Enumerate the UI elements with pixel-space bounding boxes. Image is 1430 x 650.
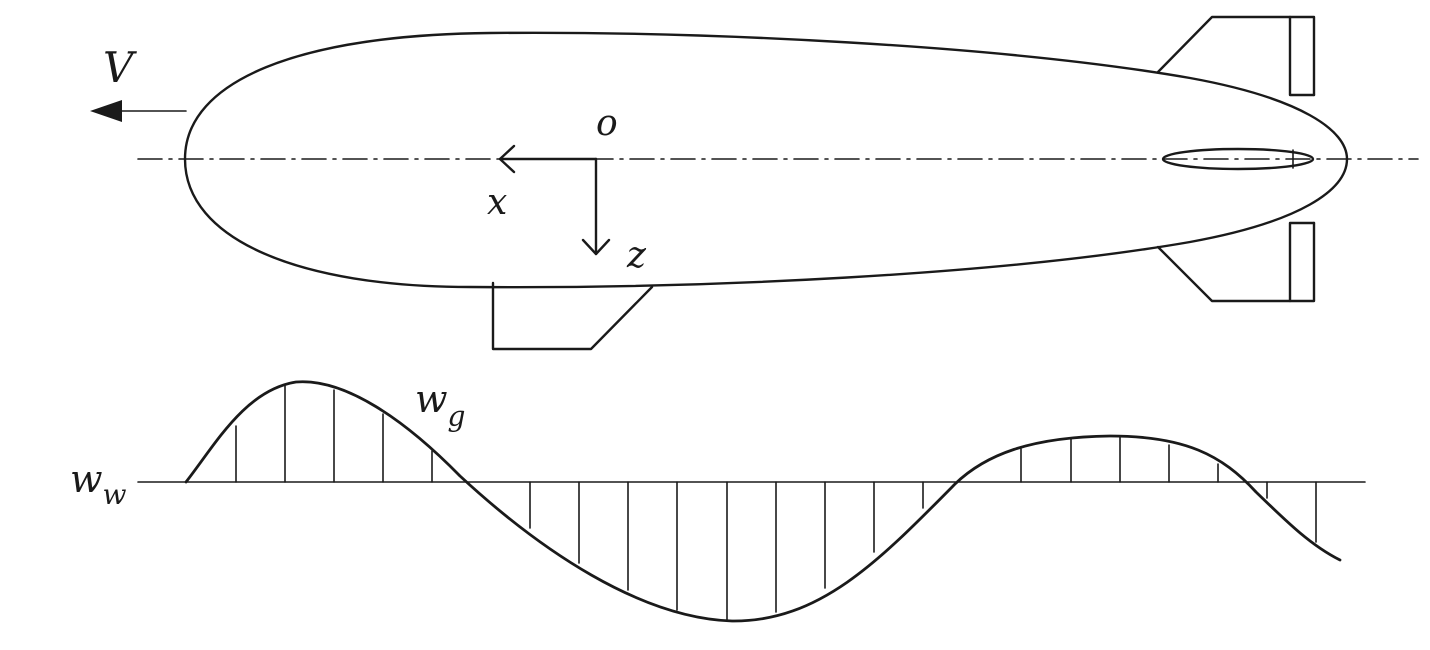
airship-hull: [183, 31, 1349, 289]
gust-label-sub: g: [448, 400, 466, 433]
upper-tail-fin: [1156, 15, 1316, 97]
wind-label: ww: [70, 457, 127, 511]
wind-label-sub: w: [103, 478, 127, 511]
gust-label-main: w: [415, 377, 448, 421]
body-axes: [498, 144, 611, 256]
velocity-arrow-icon: [90, 100, 187, 122]
gust-curve: [184, 380, 1342, 623]
wind-label-main: w: [70, 457, 103, 501]
ventral-fin: [491, 281, 654, 351]
origin-label: o: [596, 103, 618, 144]
horizontal-stabilizer: [1161, 147, 1315, 171]
gust-hatching: [235, 384, 1317, 621]
lower-tail-fin: [1156, 221, 1316, 303]
velocity-label: V: [103, 43, 137, 92]
z-axis-label: z: [626, 235, 647, 276]
x-axis-label: x: [487, 182, 507, 223]
gust-label: wg: [415, 377, 465, 433]
